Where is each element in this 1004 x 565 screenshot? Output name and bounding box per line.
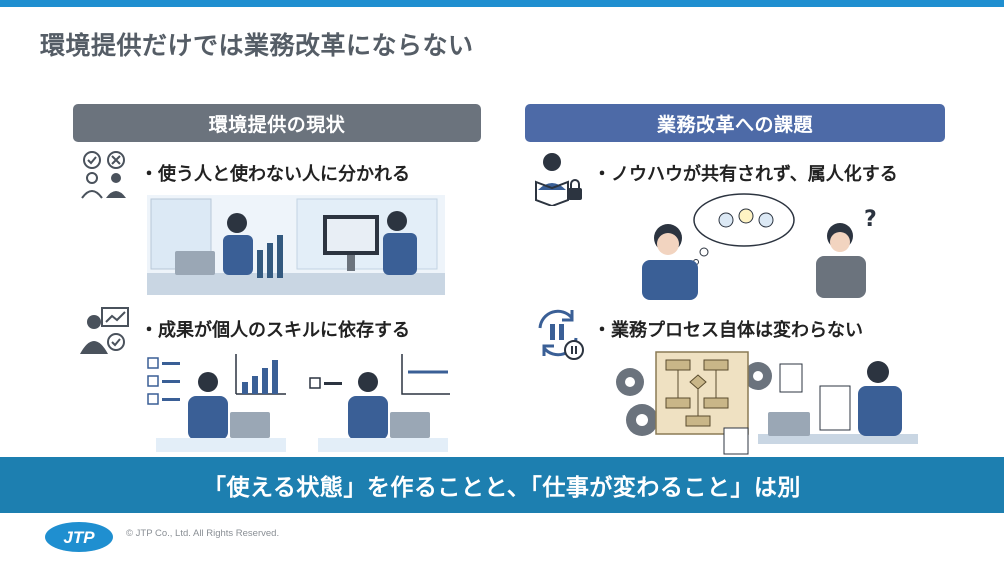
right-point-1: ・ノウハウが共有されず、属人化する [593, 164, 898, 185]
left-point-1: ・使う人と使わない人に分かれる [140, 164, 410, 185]
refresh-pause-icon [538, 309, 584, 360]
left-column-header: 環境提供の現状 [73, 104, 481, 142]
office-desk-illustration [147, 195, 445, 295]
skill-workers-illustration [147, 354, 450, 452]
svg-text:?: ? [864, 207, 877, 232]
svg-text:JTP: JTP [63, 528, 95, 547]
check-cross-users-icon [81, 151, 126, 199]
process-flow-illustration [616, 351, 918, 455]
right-column-header: 業務改革への課題 [525, 104, 945, 142]
key-message-banner: 「使える状態」を作ることと、「仕事が変わること」は別 [0, 457, 1004, 513]
right-point-2: ・業務プロセス自体は変わらない [593, 320, 863, 341]
slide-title: 環境提供だけでは業務改革にならない [40, 31, 474, 60]
businessman-chart-icon [80, 307, 129, 354]
left-point-2: ・成果が個人のスキルに依存する [140, 320, 410, 341]
reader-lock-icon [535, 153, 582, 206]
knowledge-silo-illustration: ? [642, 193, 877, 300]
top-accent-bar [0, 0, 1004, 7]
jtp-logo: JTP [45, 522, 113, 552]
copyright-text: © JTP Co., Ltd. All Rights Reserved. [126, 528, 280, 539]
